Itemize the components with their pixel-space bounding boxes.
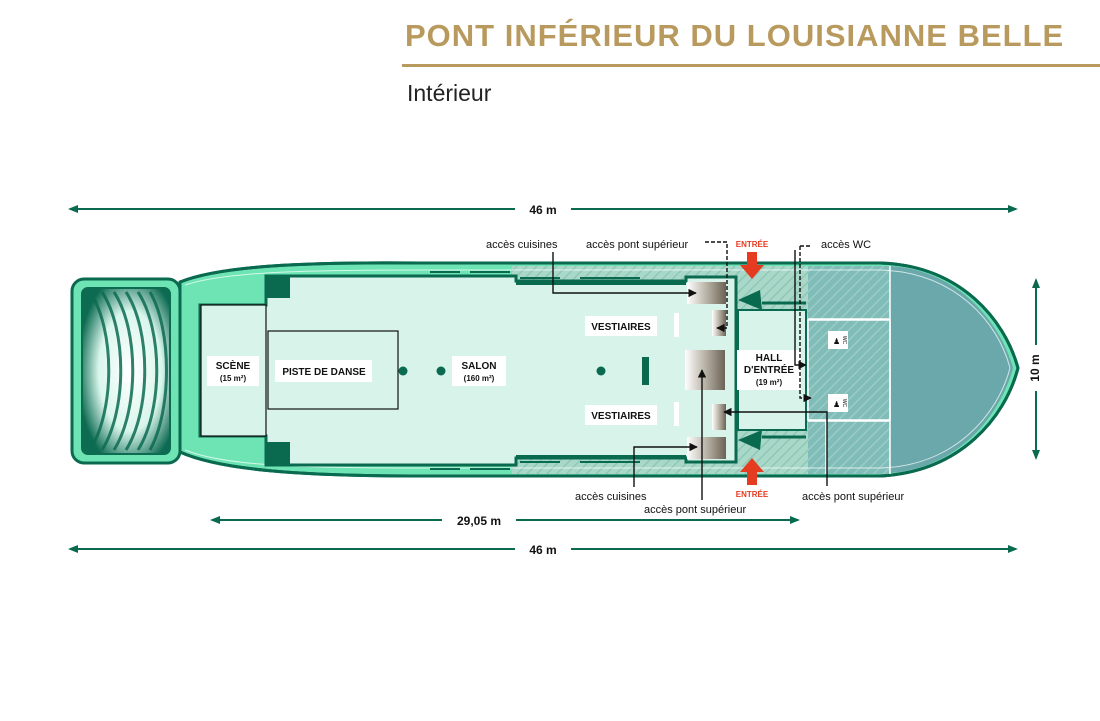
dance-floor: PISTE DE DANSE	[267, 330, 399, 410]
salon-label-box	[452, 356, 506, 386]
entrance-bottom-label: ENTRÉE	[736, 490, 769, 499]
annotation-kitchen-top: accès cuisines	[486, 239, 558, 251]
page-subtitle: Intérieur	[407, 80, 492, 106]
entrance-top-label: ENTRÉE	[736, 240, 769, 249]
cloakroom-top: VESTIAIRES	[585, 313, 679, 337]
pillar	[596, 366, 606, 376]
dimension-bottom-label: 46 m	[529, 543, 556, 557]
dimension-width-10m: 10 m	[1027, 278, 1045, 460]
wc-top-sign	[828, 331, 848, 349]
cloakroom-bottom-label: VESTIAIRES	[591, 411, 651, 422]
annotation-kitchen-bottom: accès cuisines	[575, 491, 647, 503]
page-title: PONT INFÉRIEUR DU LOUISIANNE BELLE	[405, 18, 1065, 53]
annotation-upper-deck-top: accès pont supérieur	[586, 239, 688, 251]
cloakroom-bottom: VESTIAIRES	[585, 402, 679, 426]
annotation-wc-access: accès WC	[821, 239, 871, 251]
stage-area-text: (15 m²)	[220, 374, 247, 383]
hall-area-text: (19 m²)	[756, 378, 783, 387]
entrance-bottom-arrow-icon	[740, 458, 764, 485]
pillar	[398, 366, 408, 376]
wc-top-label: WC	[841, 336, 847, 345]
leader-lines	[552, 241, 828, 500]
dimension-top-label: 46 m	[529, 203, 556, 217]
wc-block: ♟ WC ♟ WC	[807, 266, 891, 474]
stage-label: SCÈNE	[216, 359, 251, 372]
stage-area: SCÈNE (15 m²)	[200, 304, 267, 437]
hall-label-line2: D'ENTRÉE	[744, 363, 794, 376]
dimension-salon-label: 29,05 m	[457, 514, 501, 528]
dimension-salon-2905m: 29,05 m	[210, 511, 800, 529]
dimension-width-label: 10 m	[1028, 354, 1042, 381]
entrance-bottom-marker: ENTRÉE	[736, 458, 769, 499]
wc-bottom-label: WC	[841, 399, 847, 408]
dance-floor-label: PISTE DE DANSE	[282, 367, 366, 378]
salon-label: SALON	[462, 361, 497, 372]
salon-area-text: (160 m²)	[464, 374, 495, 383]
entrance-top-arrow-icon	[740, 252, 764, 279]
cloakroom-top-label: VESTIAIRES	[591, 322, 651, 333]
dimension-bottom-46m: 46 m	[68, 540, 1018, 558]
entrance-top-marker: ENTRÉE	[736, 240, 769, 279]
wc-bottom-icon: ♟	[833, 400, 840, 409]
wc-top-icon: ♟	[833, 337, 840, 346]
wc-bottom-sign	[828, 394, 848, 412]
annotation-upper-deck-bottom-right: accès pont supérieur	[802, 491, 904, 503]
pillar	[436, 366, 446, 376]
paddle-wheel	[70, 277, 182, 465]
annotation-upper-deck-bottom-mid: accès pont supérieur	[644, 504, 746, 516]
dimension-top-46m: 46 m	[68, 200, 1018, 218]
hall-label-line1: HALL	[756, 353, 783, 364]
title-underline	[402, 64, 1100, 67]
